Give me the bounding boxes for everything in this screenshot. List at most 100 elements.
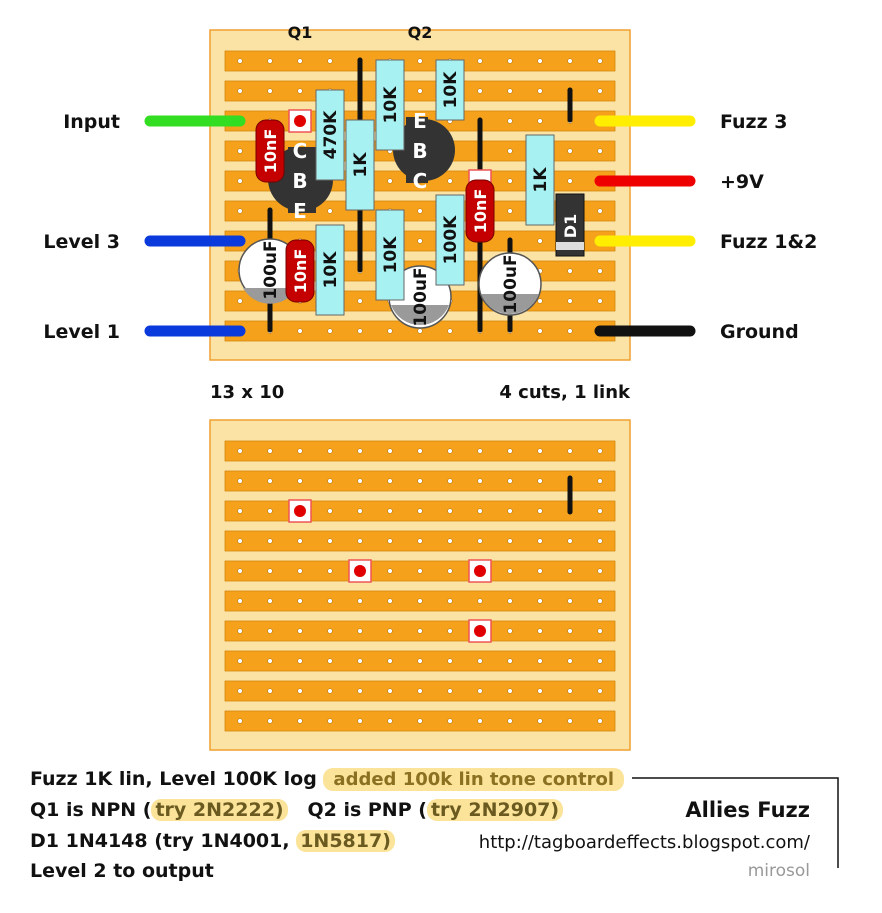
- strip-hole: [417, 208, 423, 214]
- strip-hole: [447, 478, 453, 484]
- strip-hole: [327, 538, 333, 544]
- strip-hole: [477, 88, 483, 94]
- strip-hole: [507, 478, 513, 484]
- strip-hole: [327, 208, 333, 214]
- strip-hole: [567, 598, 573, 604]
- strip-hole: [297, 328, 303, 334]
- strip-hole: [327, 328, 333, 334]
- strip-hole: [417, 508, 423, 514]
- r10k-b2-label: 10K: [381, 236, 401, 274]
- note-q1-type: Q1 is NPN (: [30, 799, 152, 821]
- strip-hole: [477, 598, 483, 604]
- strip-hole: [387, 478, 393, 484]
- strip-hole: [267, 448, 273, 454]
- strip-hole: [597, 448, 603, 454]
- strip-hole: [327, 628, 333, 634]
- strip-hole: [327, 508, 333, 514]
- note-line-2: Q1 is NPN (try 2N2222) Q2 is PNP (try 2N…: [30, 799, 564, 821]
- strip-hole: [267, 568, 273, 574]
- strip-hole: [357, 688, 363, 694]
- strip-hole: [237, 628, 243, 634]
- strip-hole: [507, 208, 513, 214]
- note-q1-try: try 2N2222): [151, 799, 288, 821]
- strip-hole: [447, 658, 453, 664]
- strip-hole: [567, 628, 573, 634]
- strip-hole: [297, 718, 303, 724]
- strip-hole: [447, 538, 453, 544]
- resistor-1k-a: 1K: [345, 119, 375, 211]
- note-d1-try: 1N5817): [296, 830, 395, 852]
- strip-hole: [387, 568, 393, 574]
- d1-label: D1: [561, 214, 580, 238]
- note-tone-control: added 100k lin tone control: [323, 768, 625, 791]
- input-label: Input: [63, 111, 120, 133]
- strip-hole: [417, 88, 423, 94]
- strip-hole: [507, 718, 513, 724]
- strip-hole: [417, 568, 423, 574]
- q2-label: Q2: [408, 23, 433, 42]
- transistor-q2: E B C: [393, 109, 455, 193]
- strip-hole: [387, 718, 393, 724]
- strip-hole: [537, 238, 543, 244]
- strip-hole: [327, 658, 333, 664]
- strip-hole: [477, 448, 483, 454]
- strip-hole: [507, 508, 513, 514]
- strip-hole: [597, 58, 603, 64]
- strip-hole: [357, 538, 363, 544]
- strip-hole: [477, 58, 483, 64]
- strip-hole: [237, 658, 243, 664]
- strip-hole: [417, 58, 423, 64]
- blog-url[interactable]: http://tagboardeffects.blogspot.com/: [478, 832, 810, 853]
- strip-hole: [477, 508, 483, 514]
- strip-hole: [237, 208, 243, 214]
- strip-hole: [327, 688, 333, 694]
- q1-pin-c: C: [293, 139, 308, 163]
- strip-hole: [297, 58, 303, 64]
- cuts-label: 4 cuts, 1 link: [499, 382, 631, 403]
- strip-hole: [417, 718, 423, 724]
- strip-hole: [597, 298, 603, 304]
- strip-hole: [267, 538, 273, 544]
- strip-hole: [567, 658, 573, 664]
- strip-hole: [507, 688, 513, 694]
- strip-hole: [507, 628, 513, 634]
- note-q2-type: Q2 is PNP (: [307, 799, 427, 821]
- q1-pin-b: B: [292, 169, 307, 193]
- q2-pin-c: C: [413, 169, 428, 193]
- q2-pin-b: B: [412, 139, 427, 163]
- strip-hole: [537, 298, 543, 304]
- strip-hole: [327, 58, 333, 64]
- strip-hole: [447, 598, 453, 604]
- strip-hole: [597, 568, 603, 574]
- strip-hole: [447, 718, 453, 724]
- cut-marker: [468, 559, 492, 583]
- r1k-b-label: 1K: [531, 167, 551, 193]
- strip-hole: [537, 118, 543, 124]
- strip-hole: [297, 688, 303, 694]
- strip-hole: [387, 628, 393, 634]
- strip-hole: [537, 508, 543, 514]
- strip-hole: [507, 88, 513, 94]
- film-capacitor-10nf-b: 10nF: [285, 239, 315, 303]
- resistor-1k-b: 1K: [525, 134, 555, 226]
- cut-marker: [348, 559, 372, 583]
- strip-hole: [447, 178, 453, 184]
- strip-hole: [537, 718, 543, 724]
- strip-hole: [237, 58, 243, 64]
- cut-marker: [288, 499, 312, 523]
- strip-hole: [417, 538, 423, 544]
- strip-hole: [357, 448, 363, 454]
- resistor-470k: 470K: [315, 89, 345, 181]
- strip-hole: [537, 568, 543, 574]
- strip-hole: [567, 718, 573, 724]
- strip-hole: [477, 718, 483, 724]
- strip-hole: [237, 598, 243, 604]
- fuzz12-label: Fuzz 1&2: [720, 231, 817, 253]
- cut-marker: [468, 619, 492, 643]
- strip-hole: [297, 538, 303, 544]
- strip-hole: [357, 478, 363, 484]
- strip-hole: [537, 58, 543, 64]
- resistor-100k: 100K: [435, 194, 465, 286]
- strip-hole: [477, 688, 483, 694]
- strip-hole: [237, 688, 243, 694]
